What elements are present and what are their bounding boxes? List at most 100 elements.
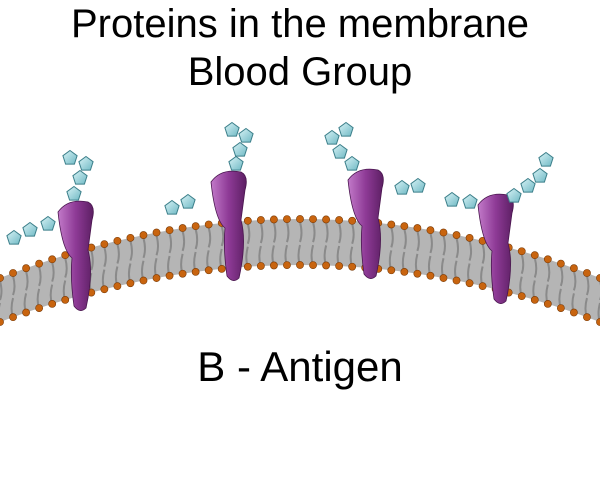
lipid-head [48,299,57,308]
sugar-icon [228,155,244,171]
sugar-icon [232,141,248,157]
lipid-head [596,274,600,282]
lipid-head [35,259,44,268]
lipid-head [335,262,344,270]
lipid-head [530,251,539,260]
lipid-head [452,231,461,239]
lipid-head [178,269,187,278]
lipid-head [452,276,461,285]
sugar-icon [164,199,180,215]
sugar-icon [22,221,38,237]
lipid-head [309,215,317,224]
lipid-head [22,308,30,317]
lipid-head [296,261,304,269]
page-subtitle: Blood Group [187,50,413,94]
lipid-head [126,233,135,242]
sugar-icon [238,127,254,143]
lipid-head [9,269,17,277]
sugar-chains [6,121,554,245]
sugar-icon [338,121,354,137]
lipid-head [48,255,57,264]
sugar-icon [532,167,548,183]
lipid-head [387,266,396,275]
lipid-head [283,215,291,224]
lipid-head [517,292,526,301]
glycoprotein [57,200,94,311]
lipid-tail [0,280,3,322]
lipid-head [191,267,200,276]
lipid-head [165,226,174,235]
lipid-head [178,224,187,232]
sugar-icon [324,129,340,145]
lipid-head [9,313,17,322]
sugar-icon [40,215,56,231]
lipid-head [570,308,578,317]
sugar-icon [462,193,478,209]
lipid-head [309,261,317,270]
lipid-head [152,228,161,237]
lipid-head [322,215,330,224]
lipid-head [543,255,552,264]
lipid-head [191,222,200,231]
lipid-head [270,215,278,224]
lipid-head [465,279,474,288]
lipid-head [35,304,44,313]
lipid-head [0,318,4,326]
lipid-head [204,266,213,275]
membrane-core [0,219,600,322]
lipid-head [439,228,448,237]
antigen-caption: B - Antigen [197,343,403,390]
lipid-head [270,261,278,270]
lipid-head [348,216,357,225]
sugar-icon [506,187,522,203]
lipid-head [126,279,135,288]
sugar-icon [66,185,82,201]
lipid-head [165,271,174,280]
lipid-head [400,222,409,231]
lipid-head [283,261,291,270]
lipid-head [256,216,265,224]
lipid-head [348,262,357,271]
lipid-head [113,236,122,245]
lipid-head [530,296,539,304]
lipid-head [596,318,600,326]
sugar-icon [72,169,88,185]
lipid-head [426,271,435,280]
sugar-icon [62,149,78,165]
lipid-head [152,274,161,282]
lipid-head [413,224,422,232]
lipid-head [322,261,330,270]
lipid-head [113,282,122,291]
lipid-head [543,299,552,308]
lipid-head [296,215,304,223]
lipid-head [426,226,435,235]
lipid-head [465,233,474,242]
sugar-icon [444,191,460,207]
lipid-head [0,274,4,282]
lipid-head [439,274,448,282]
lipid-head [100,240,109,248]
lipid-head [217,264,226,273]
sugar-icon [332,143,348,159]
lipid-head [22,264,30,273]
sugar-icon [78,155,94,171]
lipid-head [400,267,409,276]
lipid-head [413,269,422,278]
sugar-icon [410,177,426,193]
lipid-head [243,262,252,271]
glycoprotein [210,170,247,281]
lipid-head [139,276,148,285]
lipid-head [556,259,565,268]
sugar-icon [6,229,22,245]
sugar-icon [394,179,410,195]
lipid-head [243,216,252,225]
lipid-head [583,313,591,322]
lipid-head [517,247,526,256]
sugar-icon [520,177,536,193]
lipid-head [335,216,344,224]
sugar-icon [180,193,196,209]
lipid-head [583,269,591,277]
lipid-head [478,282,487,291]
page-title: Proteins in the membrane [70,2,529,46]
